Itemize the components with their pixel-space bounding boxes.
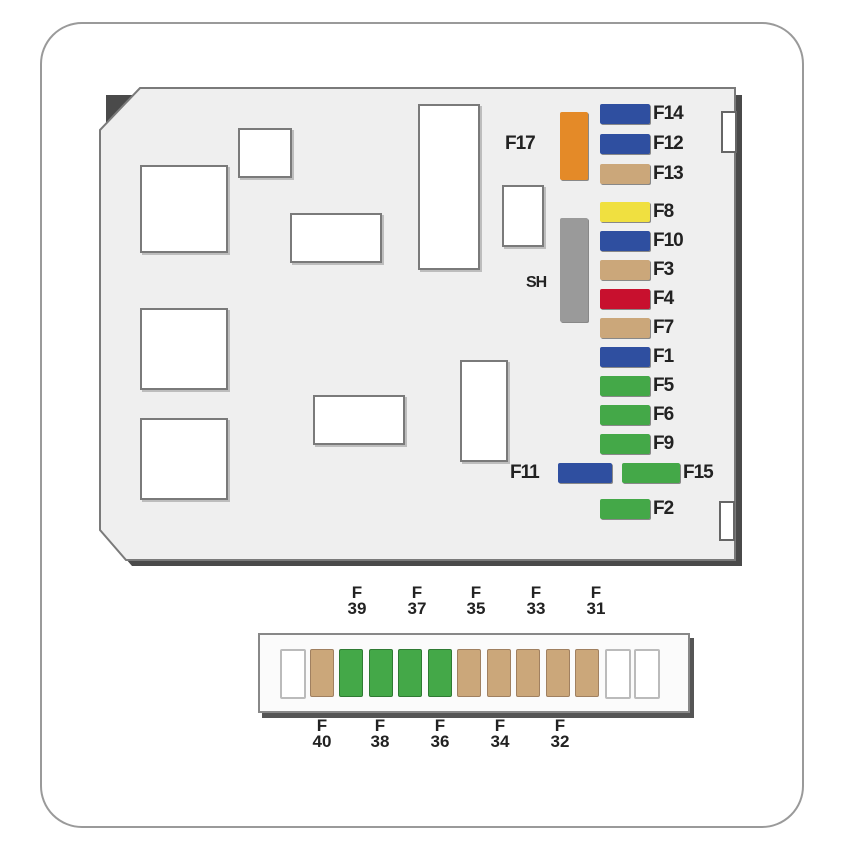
label-number: 32 [550,732,570,751]
label-number: 38 [370,732,390,751]
fuse-f6[interactable] [600,405,650,425]
relay-slot [140,165,228,253]
label-prefix: F [411,583,423,602]
fuse-f5[interactable] [600,376,650,396]
fuse-f1[interactable] [600,347,650,367]
fuse-f13[interactable] [600,164,650,184]
relay-slot [460,360,508,462]
fuse-f12[interactable] [600,134,650,154]
fuse-slot[interactable] [486,649,511,697]
label-prefix: F [590,583,602,602]
fuse-label-f4: F4 [653,288,674,309]
label-prefix: F [530,583,542,602]
relay-slot [238,128,292,178]
fuse-slot[interactable] [398,649,422,697]
fuse-f17[interactable] [560,112,588,180]
label-prefix: F [470,583,482,602]
fuse-f14[interactable] [600,104,650,124]
label-number: 39 [347,599,367,618]
label-number: 40 [312,732,332,751]
fuse-label-f6: F6 [653,404,674,425]
fuse-slot[interactable] [545,649,570,697]
fuse-slot[interactable] [575,649,599,697]
fuse-f11[interactable] [558,463,612,483]
relay-slot [290,213,382,263]
fuse-slot[interactable] [368,649,393,697]
relay-slot [313,395,405,445]
fuse-f15[interactable] [622,463,680,483]
fuse-label-f1: F1 [653,346,674,367]
fuse-label-f14: F14 [653,103,684,124]
shunt[interactable] [560,218,588,322]
fuse-label-f12: F12 [653,133,684,154]
relay-slot [140,308,228,390]
label-number: 34 [490,732,510,751]
fuse-f7[interactable] [600,318,650,338]
connector-slot [418,104,480,270]
fuse-label-f7: F7 [653,317,674,338]
fuse-f8[interactable] [600,202,650,222]
secondary-fuse-strip [258,633,690,713]
label-number: 35 [466,599,486,618]
fuse-label-f15: F15 [683,462,714,483]
label-prefix: F [554,716,566,735]
label-prefix: F [494,716,506,735]
label-number: 33 [526,599,546,618]
relay-slot [140,418,228,500]
empty-fuse-slot[interactable] [634,649,660,699]
fuse-f3[interactable] [600,260,650,280]
fuse-label-f11: F11 [510,462,540,483]
fuse-label-f9: F9 [653,433,674,454]
label-number: 36 [430,732,450,751]
label-prefix: F [351,583,363,602]
empty-fuse-slot[interactable] [280,649,306,699]
fuse-label-f10: F10 [653,230,684,251]
fuse-label-f8: F8 [653,201,674,222]
label-number: 37 [407,599,427,618]
label-number: 31 [586,599,606,618]
fuse-slot[interactable] [457,649,481,697]
fuse-slot[interactable] [427,649,452,697]
fuse-slot[interactable] [309,649,334,697]
fuse-f9[interactable] [600,434,650,454]
fuse-f10[interactable] [600,231,650,251]
fuse-f4[interactable] [600,289,650,309]
fuse-label-f3: F3 [653,259,674,280]
fuse-label-f2: F2 [653,498,674,519]
relay-slot [502,185,544,247]
fuse-slot[interactable] [339,649,363,697]
empty-fuse-slot[interactable] [604,649,631,699]
fuse-f2[interactable] [600,499,650,519]
shunt-label: SH [526,274,547,291]
fuse-label-f13: F13 [653,163,684,184]
fuse-slot[interactable] [516,649,540,697]
fuse-label-f5: F5 [653,375,674,396]
label-prefix: F [316,716,328,735]
fuse-label-f17: F17 [505,133,536,154]
label-prefix: F [434,716,446,735]
label-prefix: F [374,716,386,735]
